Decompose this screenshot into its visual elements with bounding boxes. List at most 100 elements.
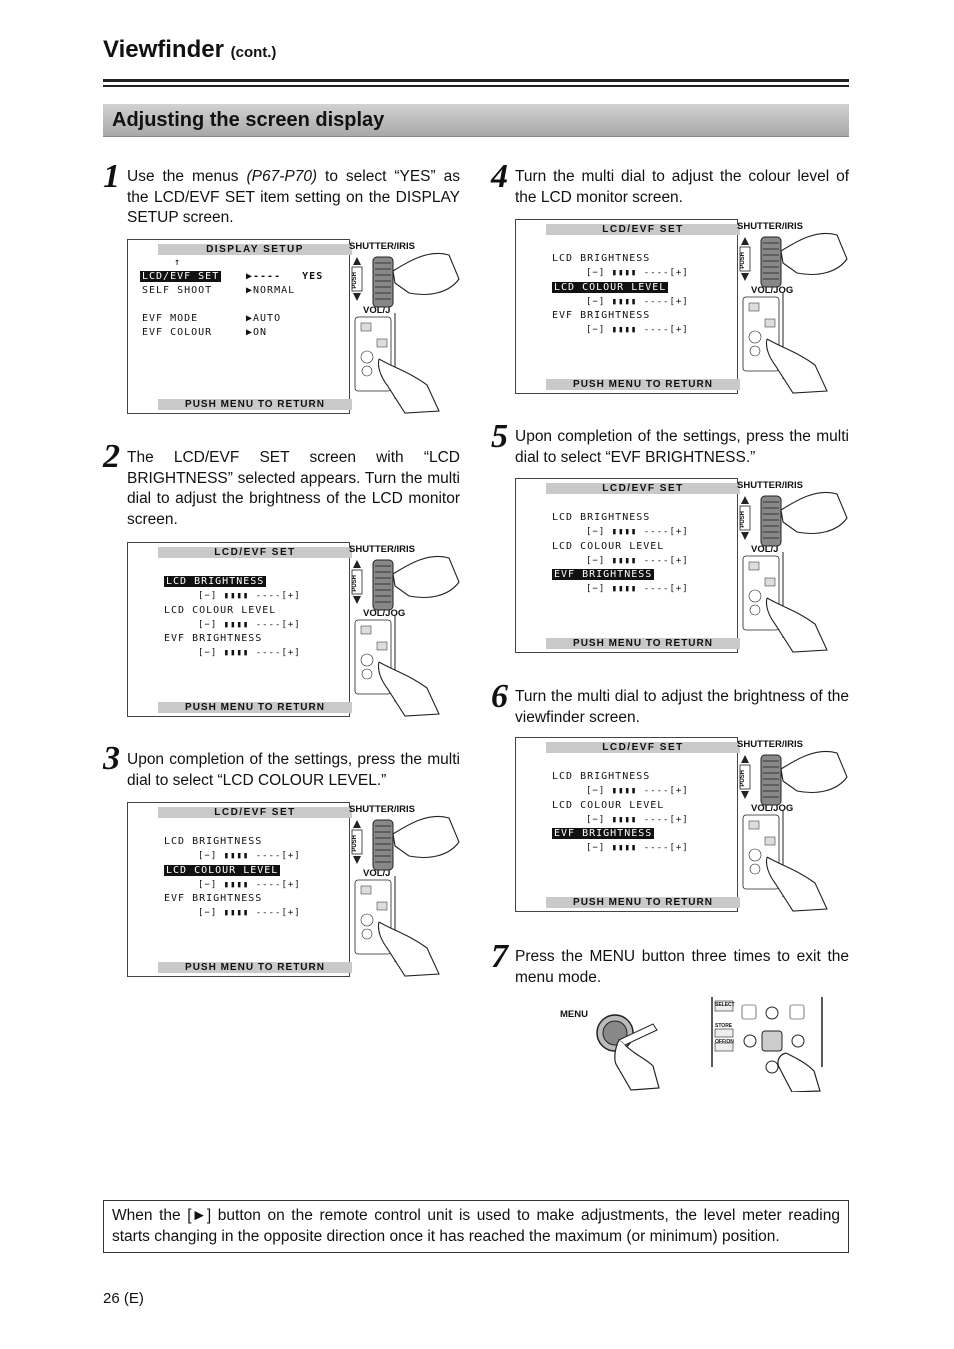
push-label: PUSH [352, 575, 358, 592]
level-meter: [−] ▮▮▮▮ ----[+] [198, 880, 301, 890]
menu-item-1: LCD COLOUR LEVEL [552, 282, 669, 293]
menu-footer: PUSH MENU TO RETURN [546, 638, 740, 649]
menu-item-2: EVF BRIGHTNESS [552, 569, 655, 580]
menu-item-2: EVF BRIGHTNESS [164, 633, 263, 644]
lcd-evf-set-screen: LCD/EVF SET LCD BRIGHTNESS [−] ▮▮▮▮ ----[+… [127, 542, 352, 717]
menu-label: MENU [560, 1009, 588, 1020]
level-meter: [−] ▮▮▮▮ ----[+] [198, 851, 301, 861]
menu-item-1: LCD COLOUR LEVEL [164, 865, 281, 876]
level-meter: [−] ▮▮▮▮ ----[+] [586, 268, 689, 278]
menu-title: LCD/EVF SET [158, 807, 352, 818]
section-banner: Adjusting the screen display [103, 104, 849, 137]
step-text-1: Use the menus (P67-P70) to select “YES” … [127, 168, 460, 226]
multi-dial-figure: SHUTTER/IRIS VOL/JOG PUSH [737, 737, 849, 912]
step-text-3: Upon completion of the settings, press t… [127, 751, 460, 789]
level-meter: [−] ▮▮▮▮ ----[+] [586, 527, 689, 537]
level-meter: [−] ▮▮▮▮ ----[+] [586, 556, 689, 566]
step-text-2: The LCD/EVF SET screen with “LCD BRIGHTN… [127, 449, 460, 528]
level-meter: [−] ▮▮▮▮ ----[+] [198, 648, 301, 658]
lcd-evf-set-screen: LCD/EVF SET LCD BRIGHTNESS [−] ▮▮▮▮ ----[+… [127, 802, 352, 977]
multi-dial-figure: SHUTTER/IRIS VOL/J PUSH [349, 239, 461, 414]
page-title: Viewfinder (cont.) [103, 36, 277, 63]
lcd-evf-set-screen: LCD/EVF SET LCD BRIGHTNESS [−] ▮▮▮▮ ----[+… [515, 737, 740, 912]
menu-title: LCD/EVF SET [158, 547, 352, 558]
step-number-1: 1 [103, 158, 120, 195]
lcd-evf-set-screen: LCD/EVF SET LCD BRIGHTNESS [−] ▮▮▮▮ ----[+… [515, 219, 740, 394]
menu-item-0: LCD BRIGHTNESS [164, 836, 263, 847]
menu-value: ▶---- YES [246, 271, 324, 282]
level-meter: [−] ▮▮▮▮ ----[+] [198, 620, 301, 630]
page-number: 26 (E) [103, 1290, 144, 1307]
vol-jog-label: VOL/J [751, 544, 779, 555]
menu-footer: PUSH MENU TO RETURN [546, 897, 740, 908]
multi-dial-icon[interactable] [737, 478, 849, 653]
menu-footer: PUSH MENU TO RETURN [546, 379, 740, 390]
menu-footer: PUSH MENU TO RETURN [158, 399, 352, 410]
push-label: PUSH [740, 770, 746, 787]
vol-jog-label: VOL/JOG [751, 285, 794, 296]
menu-item: EVF COLOUR [142, 327, 213, 338]
shutter-iris-label: SHUTTER/IRIS [737, 480, 803, 491]
vol-jog-label: VOL/J [363, 305, 391, 316]
menu-item-selected: LCD/EVF SET [140, 271, 222, 282]
vol-jog-label: VOL/J [363, 868, 391, 879]
header-rule-thin [103, 85, 849, 87]
multi-dial-figure: SHUTTER/IRIS VOL/J PUSH [737, 478, 849, 653]
shutter-iris-label: SHUTTER/IRIS [349, 544, 415, 555]
remote-control-icon [711, 997, 823, 1093]
level-meter: [−] ▮▮▮▮ ----[+] [198, 591, 301, 601]
note-box: When the [►] button on the remote contro… [103, 1200, 849, 1253]
offon-label: OFF/ON [715, 1039, 734, 1045]
multi-dial-figure: SHUTTER/IRIS VOL/JOG PUSH [349, 542, 461, 717]
level-meter: [−] ▮▮▮▮ ----[+] [586, 297, 689, 307]
level-meter: [−] ▮▮▮▮ ----[+] [586, 843, 689, 853]
push-label: PUSH [352, 835, 358, 852]
multi-dial-icon[interactable] [737, 737, 849, 912]
multi-dial-icon[interactable] [349, 239, 461, 414]
step-number-2: 2 [103, 438, 120, 475]
step-number-6: 6 [491, 678, 508, 715]
multi-dial-figure: SHUTTER/IRIS VOL/J PUSH [349, 802, 461, 977]
menu-item-0: LCD BRIGHTNESS [164, 576, 267, 587]
vol-jog-label: VOL/JOG [363, 608, 406, 619]
menu-item: EVF MODE [142, 313, 199, 324]
multi-dial-icon[interactable] [737, 219, 849, 394]
up-arrow-icon: ↑ [174, 257, 182, 268]
menu-item-0: LCD BRIGHTNESS [552, 771, 651, 782]
shutter-iris-label: SHUTTER/IRIS [737, 739, 803, 750]
push-label: PUSH [740, 252, 746, 269]
menu-item-1: LCD COLOUR LEVEL [164, 605, 277, 616]
select-label: SELECT [715, 1002, 735, 1008]
menu-title: LCD/EVF SET [546, 742, 740, 753]
level-meter: [−] ▮▮▮▮ ----[+] [586, 786, 689, 796]
menu-title: LCD/EVF SET [546, 224, 740, 235]
display-setup-screen: DISPLAY SETUP ↑ LCD/EVF SET ▶---- YES SE… [127, 239, 352, 414]
multi-dial-icon[interactable] [349, 542, 461, 717]
menu-item: SELF SHOOT [142, 285, 213, 296]
menu-item-0: LCD BRIGHTNESS [552, 512, 651, 523]
menu-item-2: EVF BRIGHTNESS [552, 828, 655, 839]
header-rule [103, 79, 849, 82]
push-label: PUSH [352, 272, 358, 289]
menu-footer: PUSH MENU TO RETURN [158, 962, 352, 973]
menu-item-0: LCD BRIGHTNESS [552, 253, 651, 264]
multi-dial-figure: SHUTTER/IRIS VOL/JOG PUSH [737, 219, 849, 394]
vol-jog-label: VOL/JOG [751, 803, 794, 814]
menu-item-1: LCD COLOUR LEVEL [552, 541, 665, 552]
step-number-7: 7 [491, 938, 508, 975]
menu-button-figure: MENU [555, 1000, 665, 1092]
menu-value: ▶NORMAL [246, 285, 296, 296]
menu-item-1: LCD COLOUR LEVEL [552, 800, 665, 811]
shutter-iris-label: SHUTTER/IRIS [349, 804, 415, 815]
multi-dial-icon[interactable] [349, 802, 461, 977]
menu-value: ▶AUTO [246, 313, 282, 324]
step-text-4: Turn the multi dial to adjust the colour… [515, 168, 849, 206]
level-meter: [−] ▮▮▮▮ ----[+] [586, 584, 689, 594]
step-text-7: Press the MENU button three times to exi… [515, 948, 849, 986]
level-meter: [−] ▮▮▮▮ ----[+] [198, 908, 301, 918]
push-label: PUSH [740, 511, 746, 528]
remote-control-figure: SELECT STORE OFF/ON [702, 997, 832, 1093]
store-label: STORE [715, 1023, 733, 1029]
menu-button-icon[interactable] [555, 1000, 665, 1092]
